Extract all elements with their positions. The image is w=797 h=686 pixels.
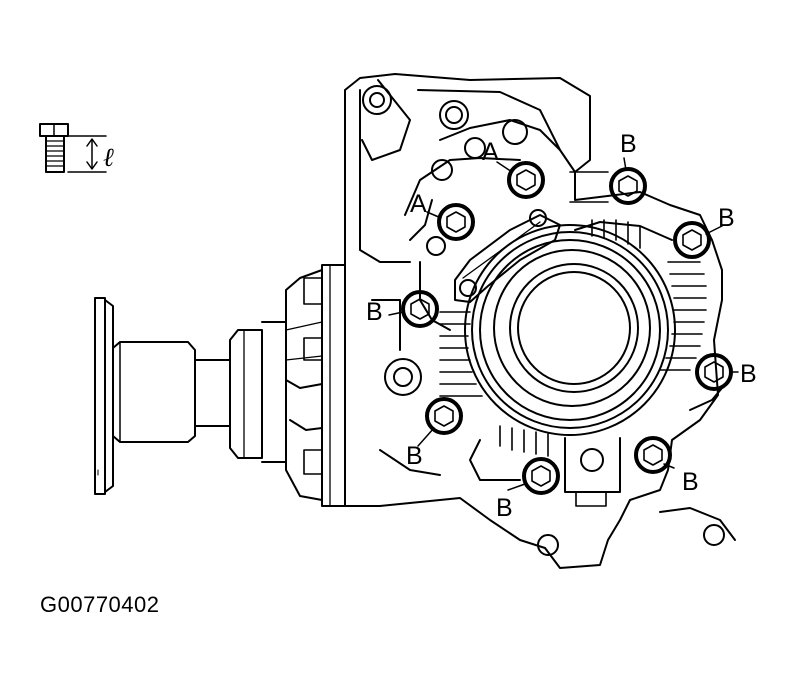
callout-b-top: B (620, 130, 637, 158)
lower-case-details (371, 299, 736, 556)
support-bracket (454, 209, 561, 303)
bolt-b-bottom (522, 457, 560, 495)
output-flange (94, 297, 287, 495)
bolt-a-upper (507, 161, 545, 199)
callout-b-lower-right: B (682, 468, 699, 496)
callout-a-upper: A (482, 138, 499, 166)
bolt-b-left (401, 290, 439, 328)
callout-a-lower: A (410, 190, 427, 218)
callout-b-lower-left: B (406, 442, 423, 470)
callout-b-bottom: B (496, 494, 513, 522)
callout-labels: A A B B B B B B B (366, 130, 757, 522)
bolt-b-lower-right (634, 436, 672, 474)
bolt-length-legend (39, 123, 107, 173)
bearing-boss (464, 224, 676, 436)
leader-lines (388, 157, 739, 491)
callout-b-left: B (366, 298, 383, 326)
bolt-a-lower (437, 203, 475, 241)
bolt-shank-outline (45, 135, 65, 173)
callout-b-upper-right: B (718, 204, 735, 232)
length-symbol: ℓ (103, 143, 114, 173)
callout-b-right: B (740, 360, 757, 388)
figure-id: G00770402 (40, 592, 160, 617)
cooling-fins (439, 219, 707, 457)
bolt-b-upper-right (673, 221, 711, 259)
highlighted-bolts (401, 161, 733, 495)
bolt-b-top (609, 167, 647, 205)
main-case (344, 73, 723, 569)
adapter-housing (285, 264, 346, 507)
bolt-b-lower-left (425, 397, 463, 435)
bolt-b-right (695, 353, 733, 391)
